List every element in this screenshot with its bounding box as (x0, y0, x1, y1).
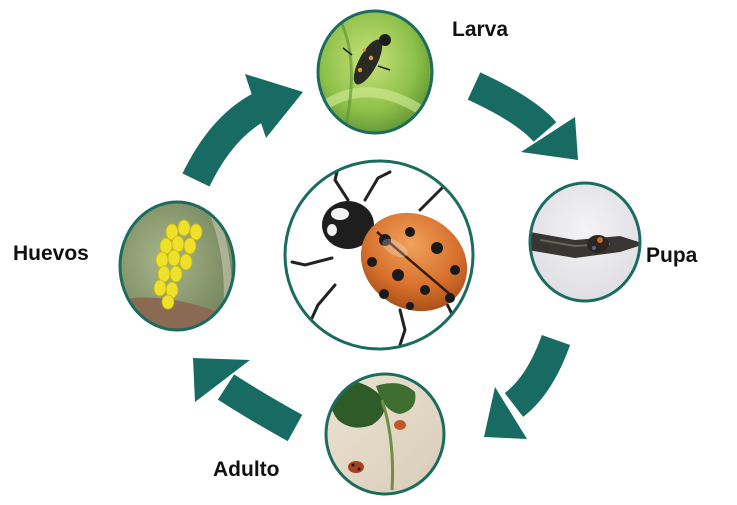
eggs-photo (118, 200, 238, 332)
pupa-photo (528, 182, 645, 304)
adult-photo (324, 372, 446, 496)
center-ladybug-photo (285, 161, 485, 349)
arrow-eggs-to-larva (196, 74, 303, 180)
larva-photo (315, 8, 435, 138)
stage-label-larva: Larva (452, 19, 508, 40)
stage-label-huevos: Huevos (13, 243, 89, 264)
stage-label-pupa: Pupa (646, 245, 697, 266)
stage-label-adulto: Adulto (213, 459, 279, 480)
arrow-adult-to-eggs (193, 358, 295, 428)
arrow-pupa-to-adult (484, 340, 556, 439)
arrow-larva-to-pupa (474, 86, 578, 160)
